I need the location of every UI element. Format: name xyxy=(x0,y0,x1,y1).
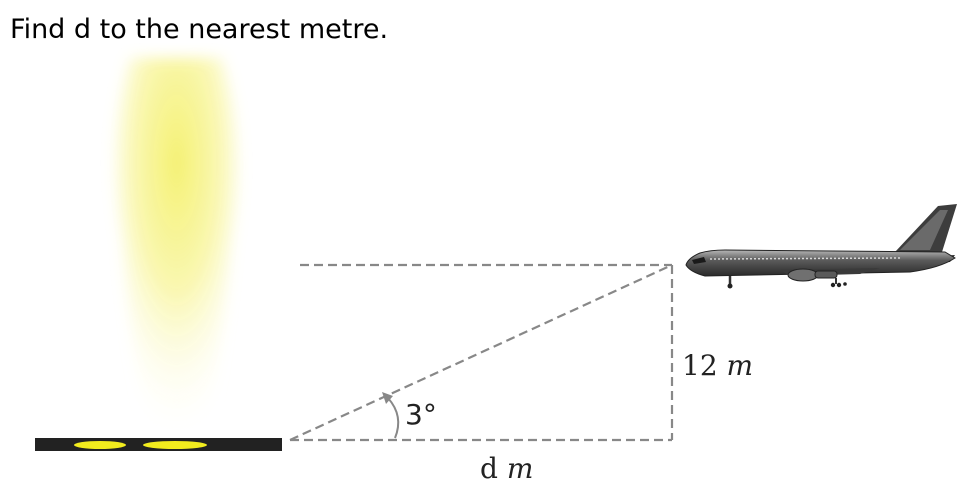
distance-unit: m xyxy=(507,452,534,485)
line-of-sight xyxy=(289,263,673,442)
distance-var: d xyxy=(480,452,507,485)
angle-arc xyxy=(387,397,400,439)
height-value: 12 xyxy=(682,349,727,382)
question-text: Find d to the nearest metre. xyxy=(10,14,389,45)
dashed-lines xyxy=(289,263,674,442)
light-beam xyxy=(115,58,239,432)
runway-light-left xyxy=(74,441,126,449)
angle-arrowhead xyxy=(382,392,393,404)
runway-strip xyxy=(35,438,282,451)
runway-light-right xyxy=(143,441,207,449)
height-unit: m xyxy=(727,349,754,382)
height-label: 12 m xyxy=(682,349,753,382)
distance-label: d m xyxy=(480,452,533,485)
airplane-icon xyxy=(685,204,957,289)
angle-label: 3° xyxy=(405,398,437,431)
